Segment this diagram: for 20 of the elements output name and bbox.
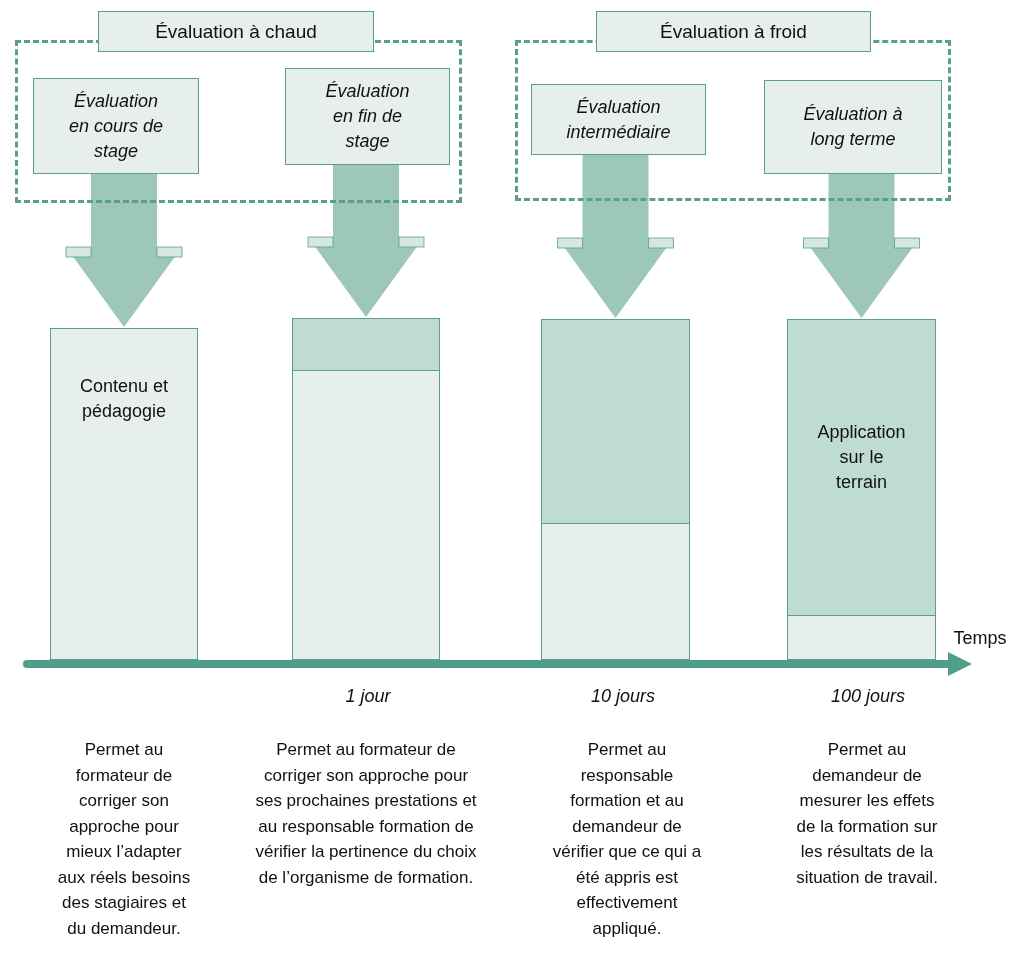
description-text: Permet au demandeur de mesurer les effets de la formation sur les résultats de la situation de travail. (795, 739, 939, 889)
time-bar (292, 318, 440, 660)
group-heading: Évaluation à chaud (98, 11, 374, 52)
bar-label: Contenu et pédagogie (78, 375, 170, 423)
description-text: Permet au responsable formation et au demandeur de vérifier que ce qui a été appris est effectivement appliqué. (551, 739, 703, 940)
evaluation-box: Évaluation intermédiaire (531, 84, 706, 155)
description-text: Permet au formateur de corriger son approche pour mieux l’adapter aux réels besoins des stagiaires et du demandeur. (56, 739, 192, 940)
bar-label: Application sur le terrain (816, 421, 907, 494)
duration-label: 1 jour (344, 685, 392, 708)
time-bar (541, 319, 690, 660)
evaluation-box: Évaluation à long terme (764, 80, 942, 174)
axis-label: Temps (952, 627, 1008, 650)
duration-label: 10 jours (589, 685, 656, 708)
time-bar (50, 328, 198, 660)
time-bar (787, 319, 936, 660)
group-heading: Évaluation à froid (596, 11, 871, 52)
description-text: Permet au formateur de corriger son approche pour ses prochaines prestations et au responsable formation de vérifier la pertinence du choix de l’organisme de formation. (254, 739, 478, 889)
evaluation-box: Évaluation en cours de stage (33, 78, 199, 174)
evaluation-box: Évaluation en fin de stage (285, 68, 450, 165)
duration-label: 100 jours (829, 685, 907, 708)
